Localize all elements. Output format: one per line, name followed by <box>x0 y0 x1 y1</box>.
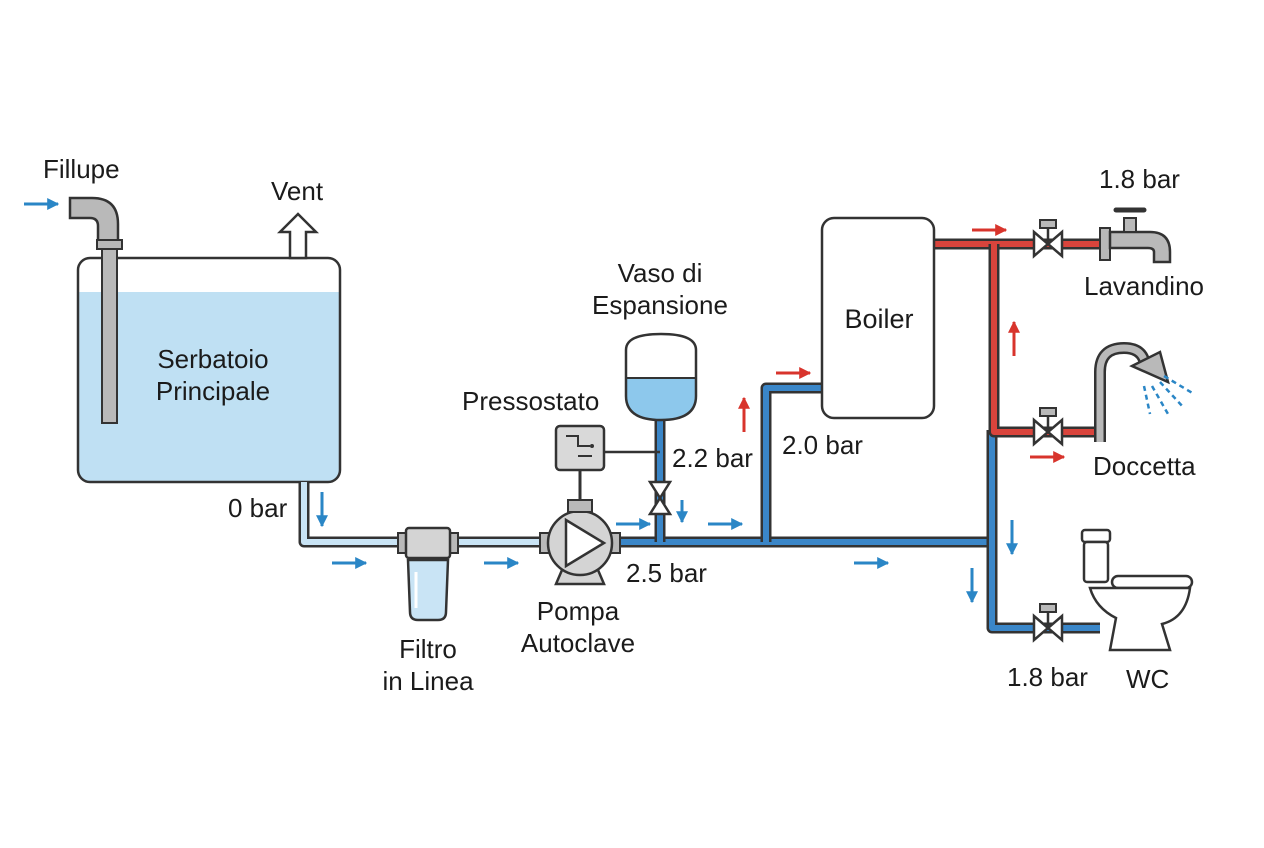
fill-pipe-label: Fillupe <box>43 154 120 184</box>
wc-label: WC <box>1126 664 1169 694</box>
pump-label-line1: Pompa <box>537 596 620 626</box>
faucet-icon <box>1099 207 1172 264</box>
gate-valve-icon <box>1032 407 1064 447</box>
main-tank <box>76 256 342 484</box>
tank-pressure-label: 0 bar <box>228 493 288 523</box>
pressure-switch <box>554 424 660 500</box>
elbow-pipe-icon <box>24 196 123 424</box>
expansion-vessel-label-line1: Vaso di <box>618 258 703 288</box>
wc-pressure-label: 1.8 bar <box>1007 662 1088 692</box>
vent-label: Vent <box>271 176 324 206</box>
inline-filter <box>397 526 459 622</box>
toilet-icon <box>1080 528 1194 652</box>
pump-pressure-label: 2.5 bar <box>626 558 707 588</box>
boiler-inlet-pressure-label: 2.0 bar <box>782 430 863 460</box>
boiler-label: Boiler <box>844 304 913 334</box>
pressure-switch-label: Pressostato <box>462 386 599 416</box>
centrifugal-pump-icon <box>539 499 621 586</box>
water-spray <box>1142 374 1195 415</box>
shower-label: Doccetta <box>1093 451 1196 481</box>
gate-valve-icon <box>647 480 673 516</box>
flow-arrows-hot <box>738 224 1066 463</box>
filter-label-line2: in Linea <box>382 666 474 696</box>
gate-valve-icon <box>1032 603 1064 643</box>
vessel-pressure-label: 2.2 bar <box>672 443 753 473</box>
up-arrow-vent-icon <box>276 212 320 260</box>
pump-label-line2: Autoclave <box>521 628 635 658</box>
filter-label-line1: Filtro <box>399 634 457 664</box>
flow-arrows-cold <box>316 492 1018 604</box>
sink-label: Lavandino <box>1084 271 1204 301</box>
tank-label-line2: Principale <box>156 376 270 406</box>
gate-valve-icon <box>1032 219 1064 259</box>
hot-water-pipes <box>934 238 1100 438</box>
boiler <box>820 216 936 420</box>
tank-label-line1: Serbatoio <box>157 344 268 374</box>
expansion-vessel-label-line2: Espansione <box>592 290 728 320</box>
sink-pressure-label: 1.8 bar <box>1099 164 1180 194</box>
shower-head-icon <box>1094 341 1195 442</box>
cold-water-pipes <box>298 382 1100 634</box>
expansion-vessel <box>624 332 698 422</box>
